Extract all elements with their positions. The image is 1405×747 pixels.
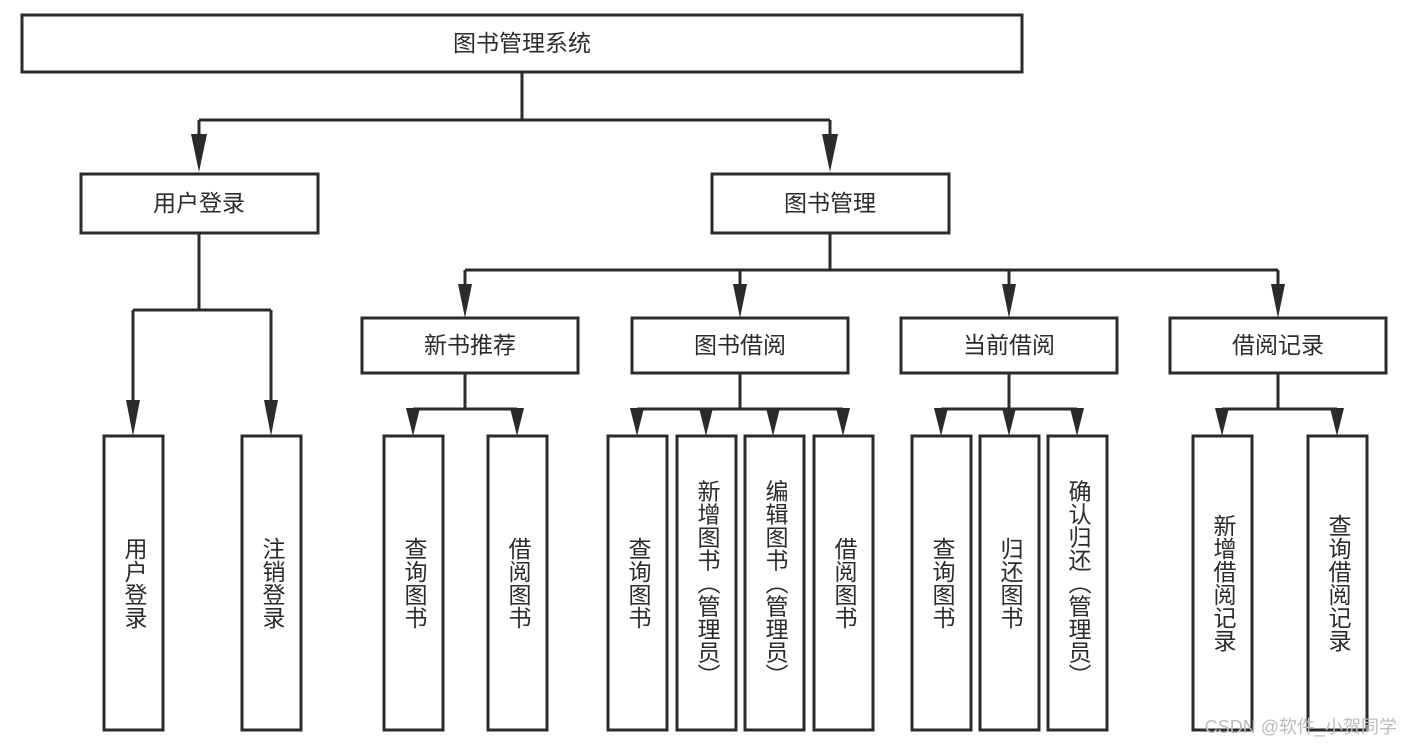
- node-leaf-query-record-label: 查询借阅记录: [1325, 514, 1352, 652]
- node-leaf-query-record[interactable]: 查询借阅记录: [1306, 434, 1369, 732]
- node-leaf-add-record-box[interactable]: [1191, 434, 1254, 732]
- arrowhead-leaf-confirm-return: [1070, 408, 1084, 436]
- node-leaf-borrow-book-1-box[interactable]: [486, 434, 549, 732]
- node-leaf-logout[interactable]: 注销登录: [240, 434, 303, 732]
- node-book-management-box[interactable]: [710, 172, 951, 235]
- node-leaf-user-login-box[interactable]: [102, 434, 165, 732]
- arrowhead-leaf-add-record: [1215, 408, 1229, 436]
- node-leaf-confirm-return-label: 确认归还（管理员）: [1065, 480, 1092, 687]
- node-leaf-add-record[interactable]: 新增借阅记录: [1191, 434, 1254, 732]
- node-leaf-confirm-return-box[interactable]: [1046, 434, 1109, 732]
- node-leaf-confirm-return[interactable]: 确认归还（管理员）: [1046, 434, 1109, 732]
- arrowhead-leaf-query-book-3: [934, 408, 948, 436]
- node-root[interactable]: 图书管理系统: [20, 13, 1024, 74]
- arrowhead-leaf-return-book: [1002, 408, 1016, 436]
- node-root-box[interactable]: [20, 13, 1024, 74]
- node-borrow-record-box[interactable]: [1168, 316, 1388, 375]
- node-leaf-logout-label: 注销登录: [259, 537, 286, 629]
- arrowhead-new-book-recommend: [458, 284, 472, 318]
- node-leaf-edit-book-box[interactable]: [743, 434, 806, 732]
- arrowhead-leaf-query-book-2: [630, 408, 644, 436]
- node-user-login[interactable]: 用户登录: [79, 172, 320, 235]
- arrowhead-leaf-borrow-book-2: [836, 408, 850, 436]
- node-leaf-user-login[interactable]: 用户登录: [102, 434, 165, 732]
- node-borrow-record[interactable]: 借阅记录: [1168, 316, 1388, 375]
- arrowhead-borrow-record: [1271, 284, 1285, 318]
- node-leaf-borrow-book-1-label: 借阅图书: [505, 537, 532, 629]
- node-leaf-borrow-book-1[interactable]: 借阅图书: [486, 434, 549, 732]
- node-book-management-label: 图书管理: [784, 190, 876, 216]
- node-leaf-add-book-box[interactable]: [675, 434, 738, 732]
- node-leaf-borrow-book-2[interactable]: 借阅图书: [812, 434, 875, 732]
- arrowhead-leaf-borrow-book-1: [510, 408, 524, 436]
- node-leaf-query-book-2-box[interactable]: [606, 434, 669, 732]
- node-borrow-record-label: 借阅记录: [1232, 332, 1324, 358]
- arrowhead-book-borrow: [733, 284, 747, 318]
- node-user-login-box[interactable]: [79, 172, 320, 235]
- node-root-label: 图书管理系统: [453, 30, 591, 56]
- arrowhead-book-management: [822, 134, 838, 172]
- node-leaf-add-record-label: 新增借阅记录: [1210, 514, 1237, 652]
- node-leaf-query-book-1[interactable]: 查询图书: [382, 434, 445, 732]
- node-new-book-recommend-label: 新书推荐: [424, 332, 516, 358]
- node-leaf-add-book[interactable]: 新增图书（管理员）: [675, 434, 738, 732]
- node-book-borrow-label: 图书借阅: [694, 332, 786, 358]
- arrowhead-current-borrow: [1002, 284, 1016, 318]
- node-leaf-query-book-1-label: 查询图书: [401, 537, 428, 629]
- node-leaf-borrow-book-2-box[interactable]: [812, 434, 875, 732]
- csdn-watermark: CSDN @软件_小贺同学: [1204, 717, 1397, 737]
- edges-layer: [126, 72, 1344, 436]
- arrowhead-leaf-query-record: [1330, 408, 1344, 436]
- node-leaf-query-book-3-box[interactable]: [910, 434, 973, 732]
- node-leaf-borrow-book-2-label: 借阅图书: [831, 537, 858, 629]
- node-new-book-recommend-box[interactable]: [360, 316, 580, 375]
- node-leaf-return-book[interactable]: 归还图书: [978, 434, 1041, 732]
- node-book-borrow-box[interactable]: [630, 316, 850, 375]
- node-leaf-return-book-box[interactable]: [978, 434, 1041, 732]
- node-leaf-edit-book-label: 编辑图书（管理员）: [762, 480, 789, 687]
- node-leaf-query-book-1-box[interactable]: [382, 434, 445, 732]
- arrowhead-leaf-query-book-1: [406, 408, 420, 436]
- node-leaf-logout-box[interactable]: [240, 434, 303, 732]
- arrowhead-user-login: [191, 134, 207, 172]
- arrowhead-leaf-add-book: [699, 408, 713, 436]
- node-current-borrow[interactable]: 当前借阅: [899, 316, 1119, 375]
- node-leaf-query-book-2[interactable]: 查询图书: [606, 434, 669, 732]
- arrowhead-leaf-logout: [264, 400, 278, 436]
- node-current-borrow-box[interactable]: [899, 316, 1119, 375]
- node-book-management[interactable]: 图书管理: [710, 172, 951, 235]
- node-leaf-query-book-3-label: 查询图书: [929, 537, 956, 629]
- node-user-login-label: 用户登录: [153, 190, 245, 216]
- node-new-book-recommend[interactable]: 新书推荐: [360, 316, 580, 375]
- node-leaf-user-login-label: 用户登录: [121, 537, 148, 629]
- node-leaf-add-book-label: 新增图书（管理员）: [694, 480, 721, 687]
- node-book-borrow[interactable]: 图书借阅: [630, 316, 850, 375]
- node-leaf-edit-book[interactable]: 编辑图书（管理员）: [743, 434, 806, 732]
- node-current-borrow-label: 当前借阅: [963, 332, 1055, 358]
- node-leaf-query-book-3[interactable]: 查询图书: [910, 434, 973, 732]
- node-leaf-query-record-box[interactable]: [1306, 434, 1369, 732]
- node-leaf-return-book-label: 归还图书: [997, 537, 1024, 629]
- arrowhead-leaf-edit-book: [766, 408, 780, 436]
- node-leaf-query-book-2-label: 查询图书: [625, 537, 652, 629]
- arrowhead-leaf-user-login: [126, 400, 140, 436]
